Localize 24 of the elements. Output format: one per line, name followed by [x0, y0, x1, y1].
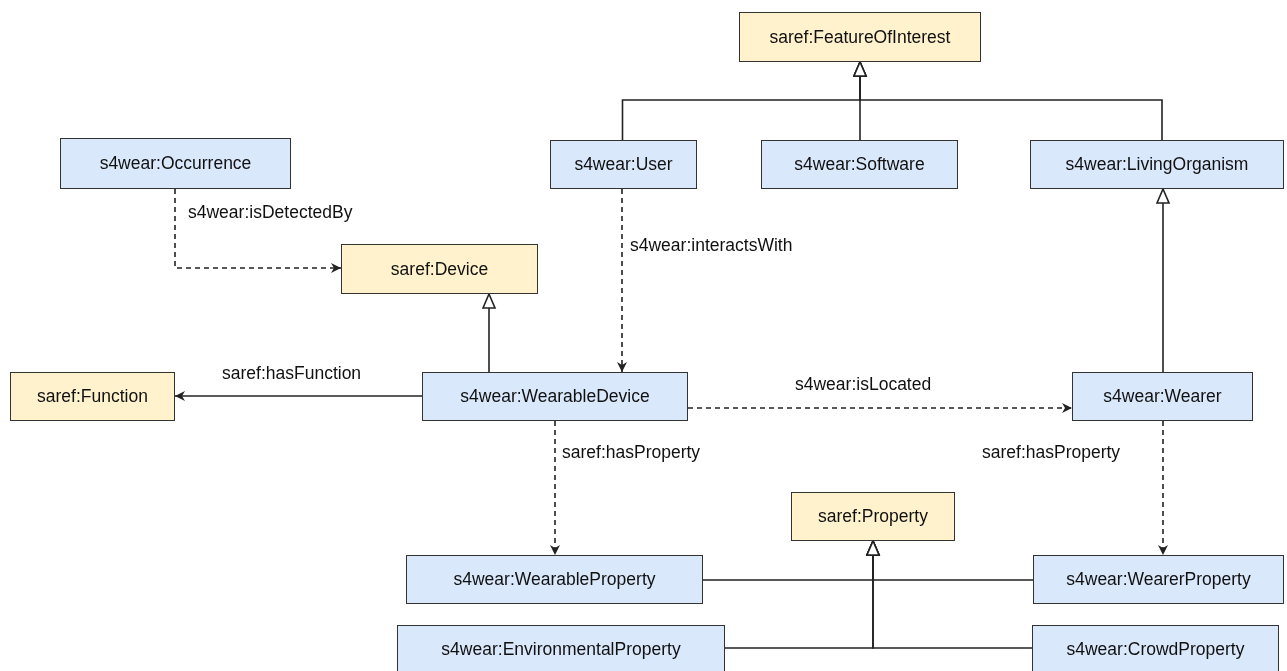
- class-box: s4wear:LivingOrganism: [1030, 140, 1284, 189]
- dashed-arrow: [174, 188, 342, 273]
- class-box: s4wear:CrowdProperty: [1032, 625, 1279, 671]
- dashed-arrow: [617, 188, 627, 373]
- generalization-arrow: [1156, 188, 1170, 373]
- dashed-arrow: [687, 403, 1073, 413]
- dashed-arrow: [1158, 420, 1168, 556]
- class-box: saref:Device: [341, 244, 538, 294]
- class-box: saref:Function: [10, 372, 175, 421]
- class-box: s4wear:WearableProperty: [406, 555, 703, 604]
- class-box: s4wear:WearerProperty: [1033, 555, 1284, 604]
- generalization-arrow: [853, 61, 1163, 141]
- generalization-arrow: [866, 540, 1033, 649]
- class-box: s4wear:Software: [761, 140, 958, 189]
- class-box: s4wear:WearableDevice: [422, 372, 688, 421]
- class-box: s4wear:EnvironmentalProperty: [397, 625, 725, 671]
- class-box: s4wear:Wearer: [1072, 372, 1253, 421]
- generalization-arrow: [482, 293, 496, 373]
- arrow: [174, 391, 423, 401]
- class-box: s4wear:Occurrence: [60, 138, 291, 189]
- class-box: saref:Property: [791, 492, 955, 541]
- class-box: saref:FeatureOfInterest: [739, 12, 981, 62]
- class-box: s4wear:User: [550, 140, 697, 189]
- dashed-arrow: [550, 420, 560, 556]
